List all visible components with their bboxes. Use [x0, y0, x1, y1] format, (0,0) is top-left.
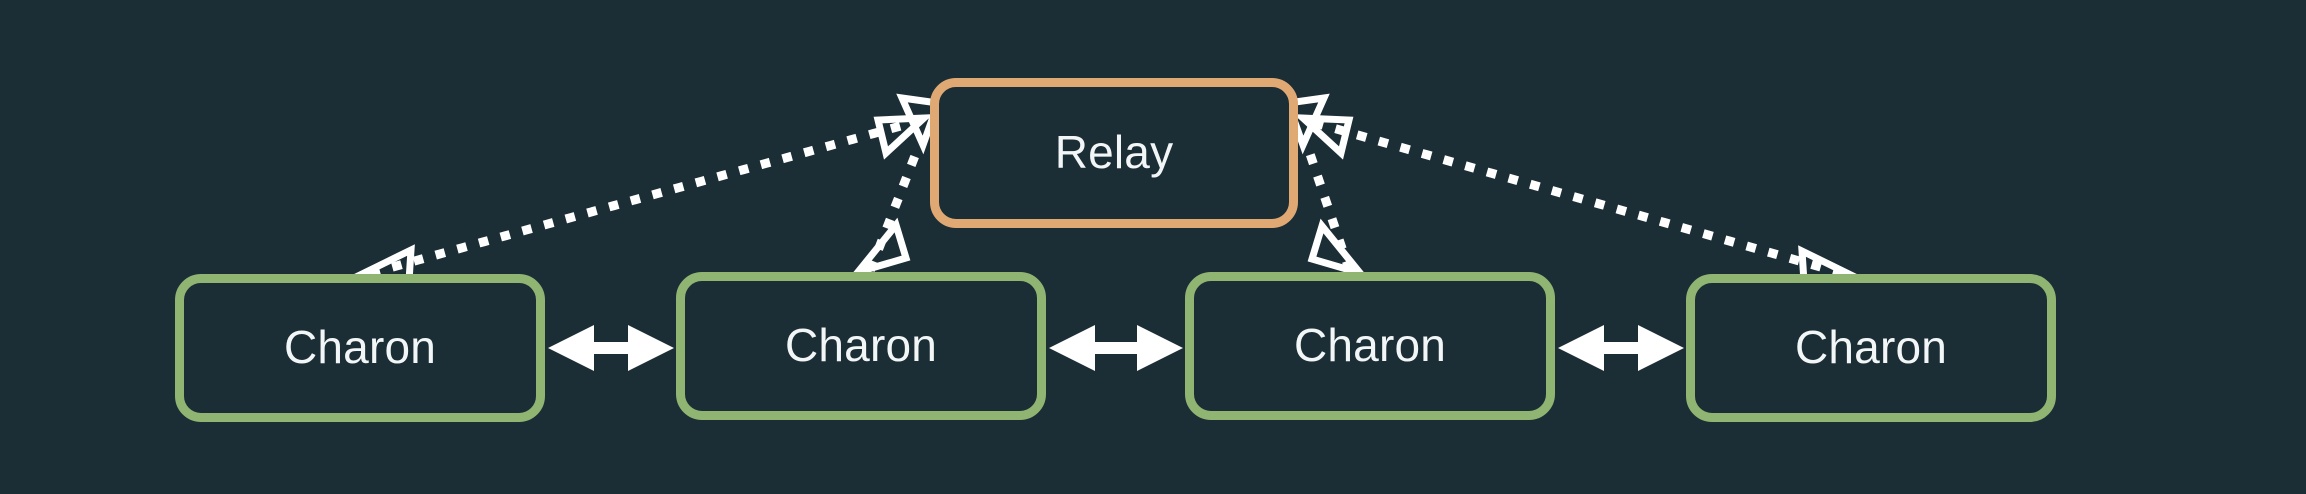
node-charon-1[interactable]: Charon — [175, 274, 545, 422]
edge-charon3-charon4 — [1558, 325, 1684, 371]
node-relay[interactable]: Relay — [930, 78, 1298, 228]
node-relay-label: Relay — [1054, 126, 1174, 178]
edge-charon2-charon3-arrowhead-left — [1049, 325, 1095, 371]
node-charon-2[interactable]: Charon — [676, 272, 1046, 420]
edge-relay-charon1 — [345, 114, 934, 285]
edge-relay-charon2-arrowhead-charon — [848, 217, 911, 279]
node-charon-3[interactable]: Charon — [1185, 272, 1555, 420]
edge-relay-charon1-line — [369, 116, 921, 278]
node-charon-1-label: Charon — [283, 321, 437, 373]
edge-charon1-charon2 — [548, 325, 674, 371]
edge-relay-charon3 — [1283, 93, 1370, 280]
edge-charon2-charon3-arrowhead-right — [1137, 325, 1183, 371]
edge-charon1-charon2-arrowhead-left — [548, 325, 594, 371]
edge-relay-charon3-line — [1302, 142, 1354, 272]
edge-charon3-charon4-arrowhead-left — [1558, 325, 1604, 371]
node-charon-2-label: Charon — [784, 319, 938, 371]
edge-charon1-charon2-arrowhead-right — [628, 325, 674, 371]
edge-relay-charon1-arrowhead-relay — [873, 114, 934, 160]
edge-relay-charon4-line — [1306, 116, 1844, 278]
node-charon-4[interactable]: Charon — [1686, 274, 2056, 422]
node-charon-4-label: Charon — [1794, 321, 1948, 373]
edge-relay-charon4-arrowhead-relay — [1293, 114, 1354, 160]
node-charon-3-label: Charon — [1293, 319, 1447, 371]
edge-charon3-charon4-arrowhead-right — [1638, 325, 1684, 371]
edge-relay-charon2-line — [866, 142, 924, 272]
edge-relay-charon2 — [848, 93, 943, 279]
edge-relay-charon3-arrowhead-charon — [1307, 218, 1370, 280]
edge-charon2-charon3 — [1049, 325, 1183, 371]
edge-relay-charon4 — [1293, 114, 1868, 286]
